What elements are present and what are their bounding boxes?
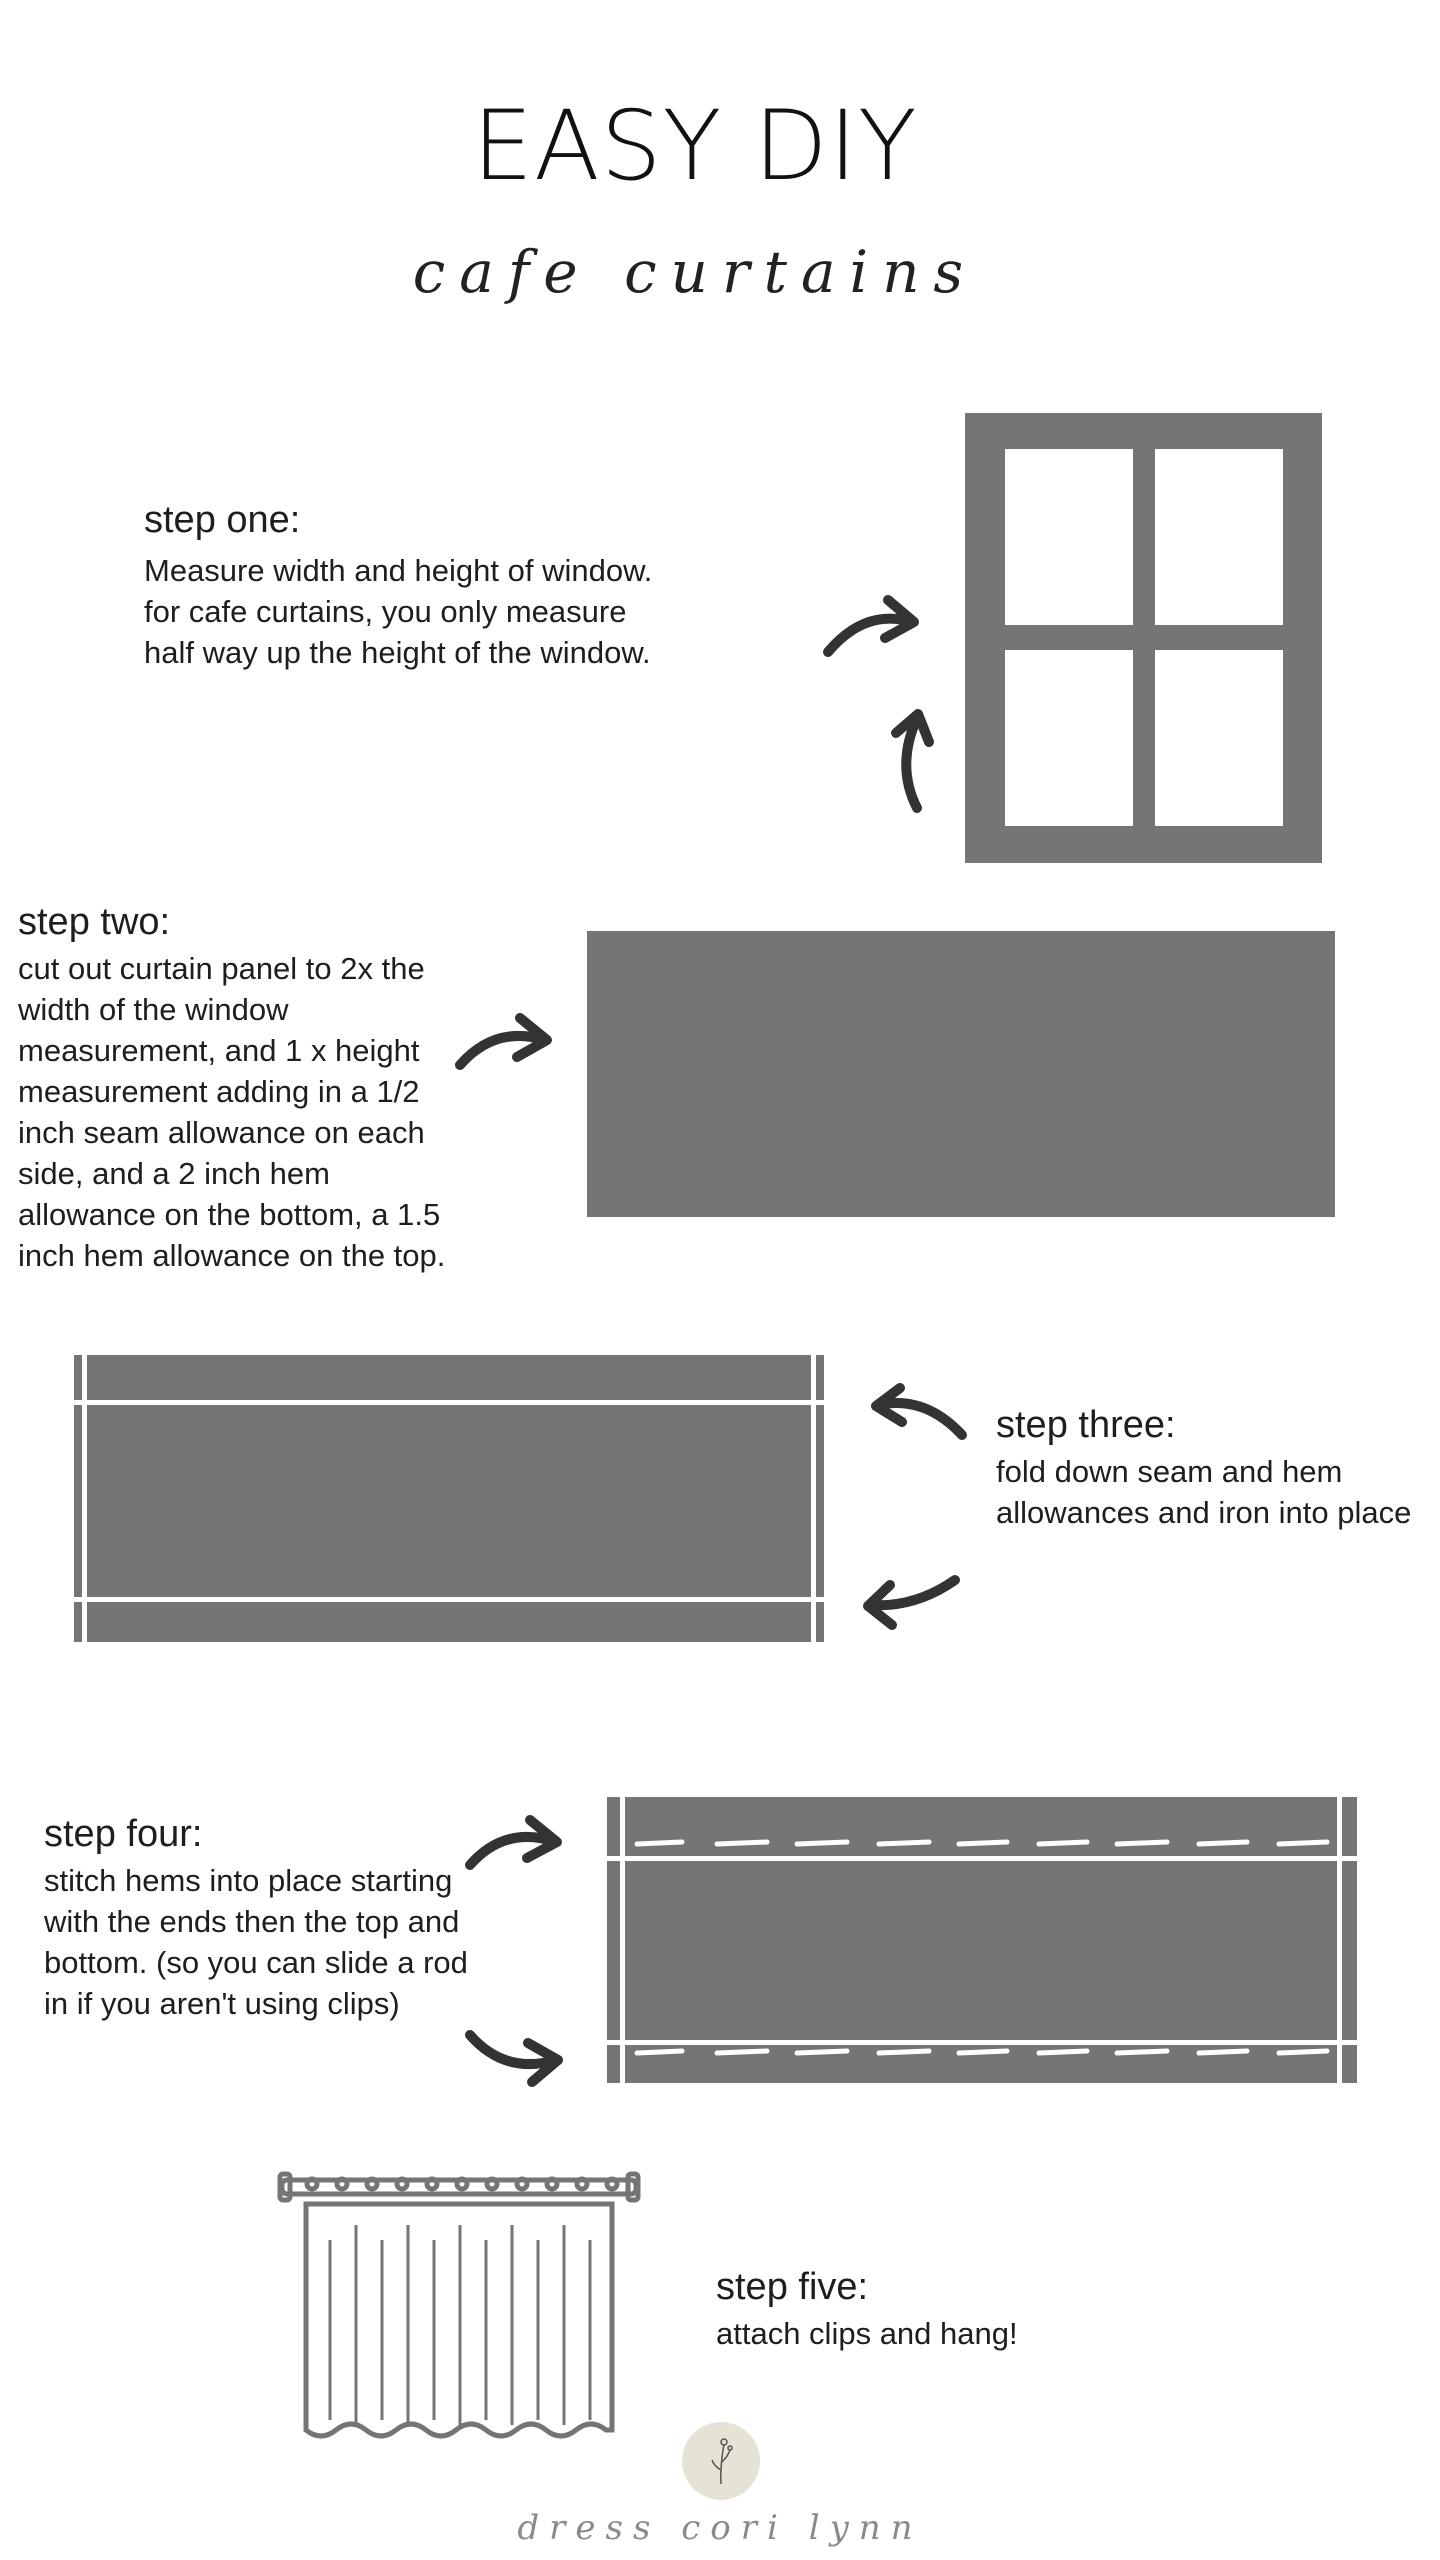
stitched-panel bbox=[607, 1797, 1357, 2083]
step-four-text: step four: stitch hems into place starti… bbox=[44, 1812, 544, 2024]
curtain-icon bbox=[277, 2171, 641, 2439]
curved-arrow-icon bbox=[465, 2030, 563, 2087]
window-pane bbox=[1005, 449, 1133, 625]
step-three-text: step three: fold down seam and hem allow… bbox=[996, 1403, 1440, 1533]
curtain-panel-rectangle bbox=[587, 931, 1335, 1217]
step-one-heading: step one: bbox=[144, 499, 301, 541]
hem-line-bottom bbox=[607, 2040, 1357, 2045]
page-subtitle: cafe curtains bbox=[412, 238, 978, 306]
folded-panel bbox=[74, 1355, 824, 1642]
window-pane bbox=[1155, 449, 1283, 625]
step-five-text: step five: attach clips and hang! bbox=[716, 2265, 1216, 2354]
window-pane bbox=[1155, 650, 1283, 826]
flower-logo-icon bbox=[682, 2422, 760, 2500]
hem-line-bottom bbox=[74, 1597, 824, 1602]
page-title: EASY DIY bbox=[472, 90, 918, 202]
hem-line-top bbox=[607, 1856, 1357, 1861]
step-one-text: step one: Measure width and height of wi… bbox=[144, 498, 794, 673]
step-two-text: step two: cut out curtain panel to 2x th… bbox=[18, 900, 488, 1276]
step-four-body: stitch hems into place starting with the… bbox=[44, 1862, 468, 2021]
step-three-heading: step three: bbox=[996, 1404, 1176, 1446]
brand-signature: dress cori lynn bbox=[517, 2508, 923, 2548]
stitch-marks bbox=[634, 1839, 1330, 2056]
step-one-body: Measure width and height of window. for … bbox=[144, 552, 653, 670]
window-icon bbox=[965, 413, 1322, 863]
step-two-body: cut out curtain panel to 2x the width of… bbox=[18, 950, 446, 1273]
step-four-heading: step four: bbox=[44, 1813, 203, 1855]
curved-arrow-icon bbox=[871, 1383, 967, 1440]
seam-line-right bbox=[1337, 1797, 1342, 2083]
seam-line-left bbox=[82, 1355, 87, 1642]
step-two-heading: step two: bbox=[18, 901, 171, 943]
window-pane bbox=[1005, 650, 1133, 826]
curved-arrow-icon bbox=[891, 709, 934, 813]
step-five-body: attach clips and hang! bbox=[716, 2315, 1018, 2351]
step-three-body: fold down seam and hem allowances and ir… bbox=[996, 1453, 1412, 1530]
seam-line-left bbox=[620, 1797, 625, 2083]
seam-line-right bbox=[811, 1355, 816, 1642]
curved-arrow-icon bbox=[863, 1575, 960, 1630]
flower-sprig bbox=[711, 2438, 733, 2485]
curved-arrow-icon bbox=[823, 595, 919, 657]
step-five-heading: step five: bbox=[716, 2266, 869, 2308]
hem-line-top bbox=[74, 1400, 824, 1405]
